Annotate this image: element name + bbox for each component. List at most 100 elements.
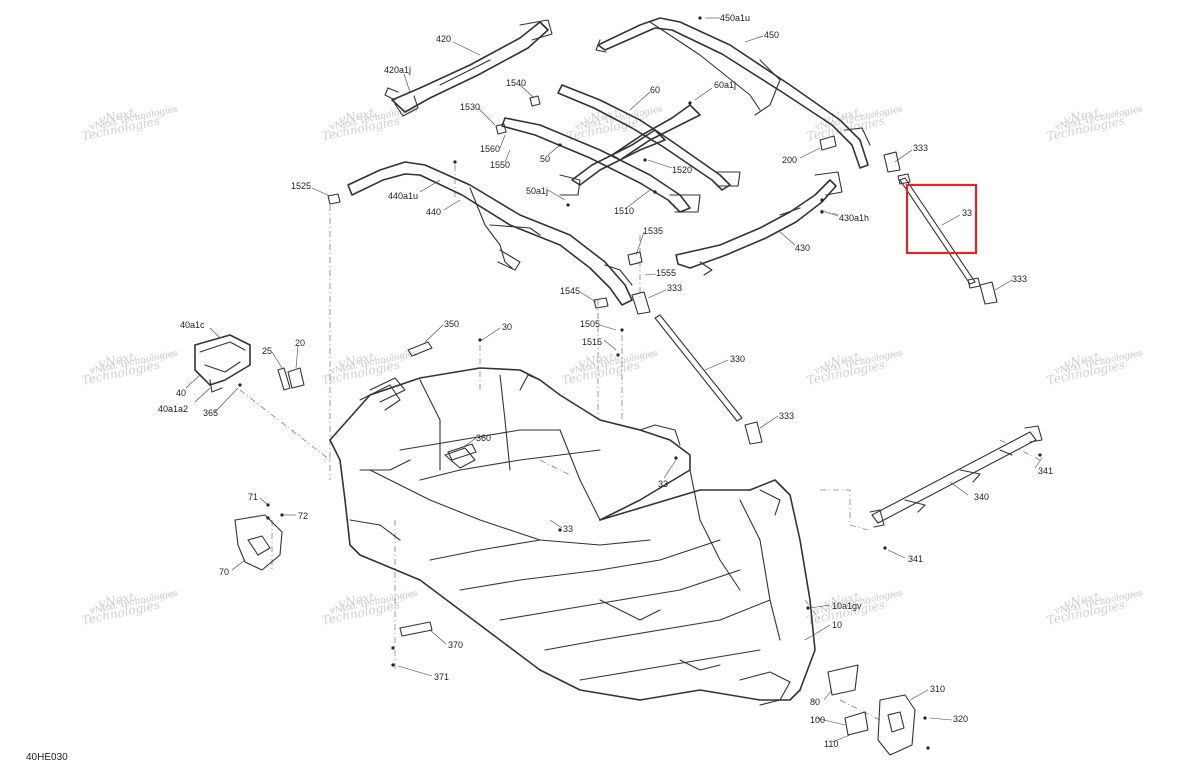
callout-440[interactable]: 440 [426, 207, 441, 217]
part-1540[interactable] [529, 95, 541, 107]
part-40-bracket[interactable] [194, 334, 251, 393]
callout-1545[interactable]: 1545 [560, 286, 580, 296]
callout-100[interactable]: 100 [810, 715, 825, 725]
callout-70[interactable]: 70 [219, 567, 229, 577]
part-50-cross-brace[interactable] [501, 117, 701, 213]
watermark: vNext Technologies vNext Technologies [565, 104, 664, 143]
callout-430a1h[interactable]: 430a1h [839, 213, 869, 223]
part-110[interactable] [844, 711, 869, 736]
part-340-side-bar[interactable] [869, 425, 1043, 528]
part-370[interactable] [399, 621, 433, 637]
callout-333-top[interactable]: 333 [913, 143, 928, 153]
callout-1555[interactable]: 1555 [656, 268, 676, 278]
part-440-roll-bar[interactable] [347, 161, 633, 306]
callout-430[interactable]: 430 [795, 243, 810, 253]
watermarks: vNext Technologies vNext Technologies vN… [80, 104, 1144, 627]
callout-440a1u[interactable]: 440a1u [388, 191, 418, 201]
part-1535[interactable] [627, 251, 643, 266]
callout-333-mid[interactable]: 333 [667, 283, 682, 293]
callout-60[interactable]: 60 [650, 85, 660, 95]
watermark: vNext Technologies vNext Technologies [320, 104, 419, 143]
part-350[interactable] [407, 341, 433, 357]
callout-10[interactable]: 10 [832, 620, 842, 630]
drawing-code: 40HE030 [26, 752, 68, 763]
callout-320[interactable]: 320 [953, 714, 968, 724]
callout-40[interactable]: 40 [176, 388, 186, 398]
part-33-strut[interactable] [897, 173, 981, 289]
callout-333-lower[interactable]: 333 [779, 411, 794, 421]
watermark: vNext Technologies vNext Technologies [80, 104, 179, 143]
part-1525[interactable] [327, 193, 341, 205]
callout-420[interactable]: 420 [436, 34, 451, 44]
callout-1535[interactable]: 1535 [643, 226, 663, 236]
callout-1510[interactable]: 1510 [614, 206, 634, 216]
watermark: vNext Technologies vNext Technologies [560, 348, 659, 387]
part-450-roll-bar[interactable] [595, 17, 871, 169]
callout-341-lower[interactable]: 341 [908, 554, 923, 564]
callout-1520[interactable]: 1520 [672, 165, 692, 175]
callout-450[interactable]: 450 [764, 30, 779, 40]
callout-330[interactable]: 330 [730, 354, 745, 364]
callout-340[interactable]: 340 [974, 492, 989, 502]
assembly-lines [239, 165, 1041, 721]
callout-20[interactable]: 20 [295, 338, 305, 348]
callout-71[interactable]: 71 [248, 492, 258, 502]
part-70-bracket[interactable] [234, 514, 283, 571]
callout-200[interactable]: 200 [782, 155, 797, 165]
watermark: vNext Technologies vNext Technologies [320, 348, 419, 387]
callout-1560[interactable]: 1560 [480, 144, 500, 154]
watermark: vNext Technologies vNext Technologies [320, 588, 419, 627]
part-420-front-bar[interactable] [384, 19, 553, 117]
watermark: vNext Technologies vNext Technologies [1045, 104, 1144, 143]
callout-1525[interactable]: 1525 [291, 181, 311, 191]
callout-30[interactable]: 30 [502, 322, 512, 332]
part-20[interactable] [287, 367, 305, 389]
part-430-rear-bar[interactable] [675, 171, 843, 276]
callout-33-highlighted[interactable]: 33 [962, 208, 972, 218]
watermark: vNext Technologies vNext Technologies [1045, 588, 1144, 627]
callout-341-upper[interactable]: 341 [1038, 466, 1053, 476]
callout-333-right[interactable]: 333 [1012, 274, 1027, 284]
callout-33-center[interactable]: 33 [563, 524, 573, 534]
part-310-detail [887, 711, 905, 733]
part-80[interactable] [827, 664, 859, 696]
part-200[interactable] [819, 135, 837, 151]
part-1545[interactable] [593, 297, 609, 309]
part-330-strut[interactable] [631, 291, 763, 445]
callout-80[interactable]: 80 [810, 697, 820, 707]
callout-40a1c[interactable]: 40a1c [180, 320, 205, 330]
callout-310[interactable]: 310 [930, 684, 945, 694]
part-1530[interactable] [495, 123, 507, 135]
callout-371[interactable]: 371 [434, 672, 449, 682]
callout-40a1a2[interactable]: 40a1a2 [158, 404, 188, 414]
watermark: vNext Technologies vNext Technologies [80, 588, 179, 627]
callout-370[interactable]: 370 [448, 640, 463, 650]
callout-1530[interactable]: 1530 [460, 102, 480, 112]
callout-50[interactable]: 50 [540, 154, 550, 164]
callout-110[interactable]: 110 [824, 739, 838, 749]
callout-1515[interactable]: 1515 [582, 337, 602, 347]
callout-365[interactable]: 365 [203, 408, 218, 418]
callout-420a1j[interactable]: 420a1j [384, 65, 411, 75]
part-333-end-fitting[interactable] [883, 151, 998, 305]
main-chassis-frame[interactable] [329, 367, 816, 706]
callout-25[interactable]: 25 [262, 346, 272, 356]
callout-360[interactable]: 360 [476, 433, 491, 443]
watermark: vNext Technologies vNext Technologies [805, 104, 904, 143]
part-70-detail [247, 535, 271, 556]
callout-1540[interactable]: 1540 [506, 78, 526, 88]
callout-10a1gv[interactable]: 10a1gv [832, 601, 862, 611]
callout-72[interactable]: 72 [298, 511, 308, 521]
callout-labels: 420 420a1j 450a1u 450 60 60a1j 1540 1530… [158, 13, 1053, 749]
part-310[interactable] [877, 694, 916, 756]
watermark: vNext Technologies vNext Technologies [80, 348, 179, 387]
callout-33-frame[interactable]: 33 [658, 479, 668, 489]
callout-1550[interactable]: 1550 [490, 160, 510, 170]
part-25[interactable] [277, 367, 291, 391]
callout-60a1j[interactable]: 60a1j [714, 80, 736, 90]
callout-450a1u[interactable]: 450a1u [720, 13, 750, 23]
callout-350[interactable]: 350 [444, 319, 459, 329]
callout-1505[interactable]: 1505 [580, 319, 600, 329]
callout-50a1j[interactable]: 50a1j [526, 186, 548, 196]
